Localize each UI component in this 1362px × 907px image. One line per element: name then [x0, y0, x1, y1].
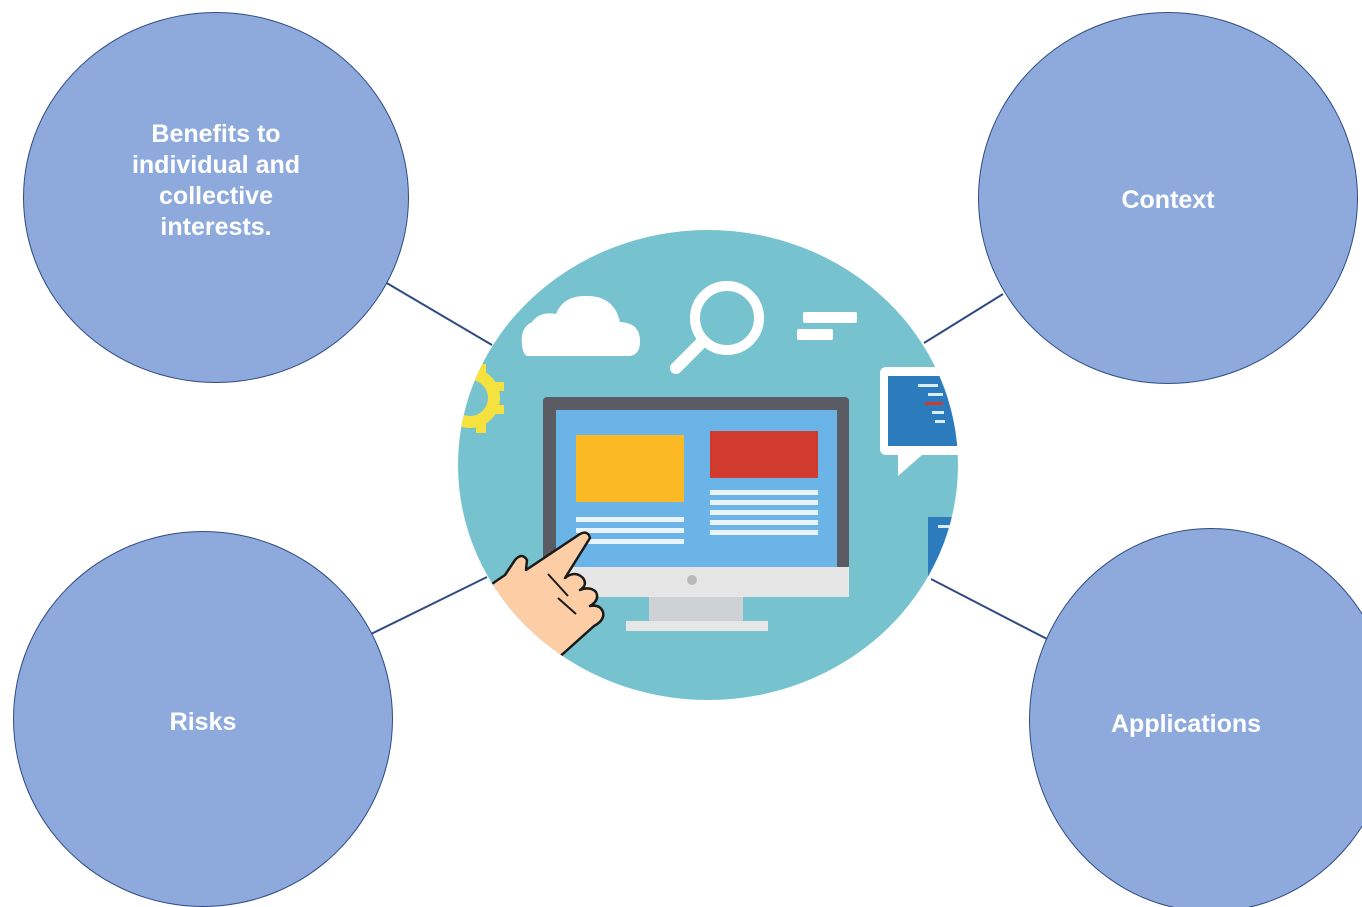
monitor-icon	[543, 397, 849, 631]
connector-applications	[930, 578, 1050, 641]
bubble-applications: Applications	[1029, 528, 1362, 907]
connector-risks	[370, 576, 488, 635]
bubble-risks: Risks	[13, 531, 393, 907]
magnifier-icon	[670, 281, 764, 374]
center-illustration	[458, 230, 958, 700]
bubble-risks-label: Risks	[169, 708, 237, 736]
menu-lines-icon	[797, 312, 857, 340]
bubble-benefits: Benefits to individual and collective in…	[23, 12, 409, 383]
code-window-icon	[880, 367, 958, 577]
bubble-context: Context	[978, 12, 1358, 384]
cloud-icon	[521, 295, 640, 356]
bubble-context-label: Context	[1121, 186, 1215, 214]
bubble-benefits-label: Benefits to individual and collective in…	[131, 120, 301, 241]
connector-benefits	[384, 281, 493, 346]
bubble-applications-label: Applications	[1111, 710, 1262, 738]
connector-context	[923, 293, 1004, 344]
